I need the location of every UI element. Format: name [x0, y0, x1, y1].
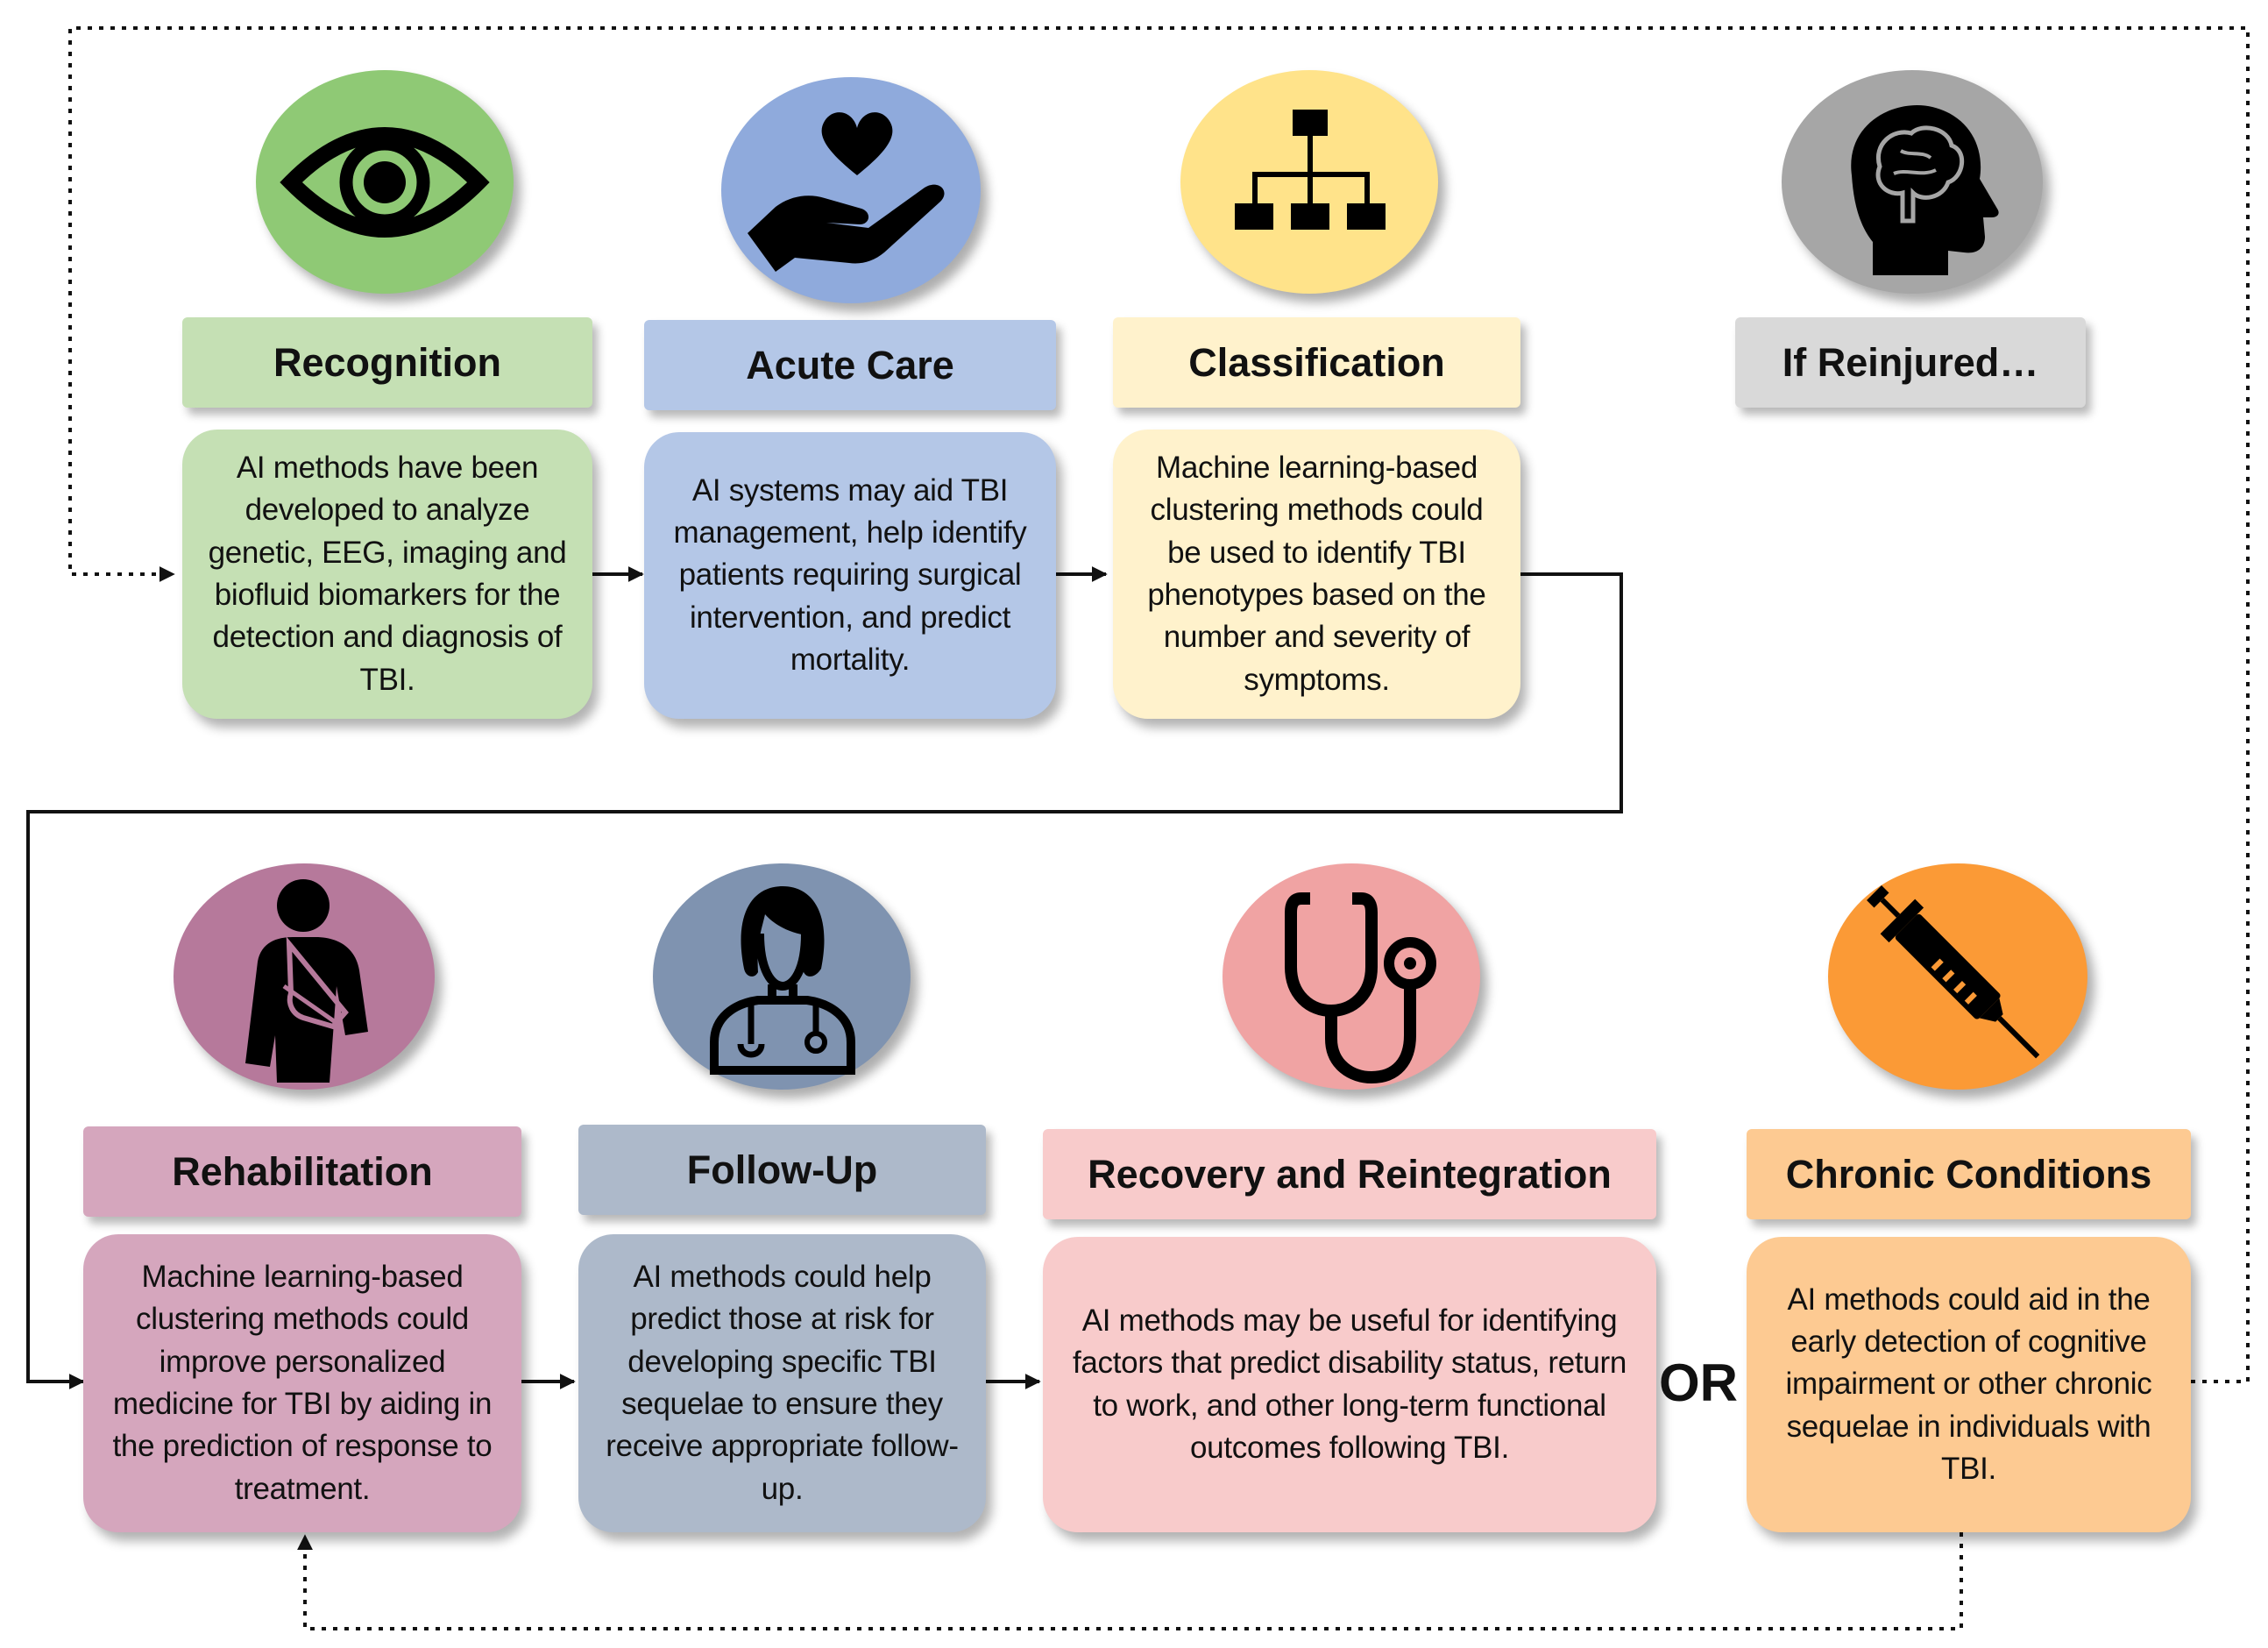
rehabilitation-description: Machine learning-based clustering method…: [83, 1234, 521, 1532]
or-label: OR: [1659, 1353, 1738, 1412]
recognition-label: Recognition: [182, 317, 592, 408]
classification-circle: [1180, 70, 1438, 294]
hierarchy-icon: [1235, 110, 1386, 230]
recovery-circle: [1223, 863, 1480, 1090]
chronic-description: AI methods could aid in the early detect…: [1747, 1237, 2191, 1532]
follow-up-description: AI methods could help predict those at r…: [578, 1234, 986, 1532]
classification-description: Machine learning-based clustering method…: [1113, 430, 1520, 719]
reinjured-label: If Reinjured…: [1735, 317, 2086, 408]
recognition-description: AI methods have been developed to analyz…: [182, 430, 592, 719]
follow-up-circle: [653, 863, 911, 1090]
doctor-icon: [710, 886, 855, 1075]
chronic-circle: [1828, 863, 2087, 1090]
rehabilitation-label: Rehabilitation: [83, 1126, 521, 1217]
hand-heart-icon: [748, 112, 945, 272]
arm-sling-icon: [245, 879, 368, 1083]
recognition-circle: [256, 70, 514, 294]
acute-care-description: AI systems may aid TBI management, help …: [644, 432, 1056, 719]
brain-head-icon: [1851, 105, 1999, 276]
acute-care-circle: [721, 77, 981, 303]
stethoscope-icon: [1285, 892, 1436, 1084]
classification-label: Classification: [1113, 317, 1520, 408]
arrow-classification-rehabilitation: [26, 572, 1623, 1389]
chronic-label: Chronic Conditions: [1747, 1129, 2191, 1219]
eye-icon: [280, 127, 490, 238]
reinjury-loop-bottom: [297, 1532, 1963, 1630]
syringe-icon: [1867, 885, 2040, 1059]
recovery-description: AI methods may be useful for identifying…: [1043, 1237, 1656, 1532]
reinjured-circle: [1782, 70, 2043, 294]
recovery-label: Recovery and Reintegration: [1043, 1129, 1656, 1219]
acute-care-label: Acute Care: [644, 320, 1056, 410]
follow-up-label: Follow-Up: [578, 1125, 986, 1215]
reinjury-loop-top: [68, 26, 2250, 1383]
rehabilitation-circle: [174, 863, 435, 1090]
